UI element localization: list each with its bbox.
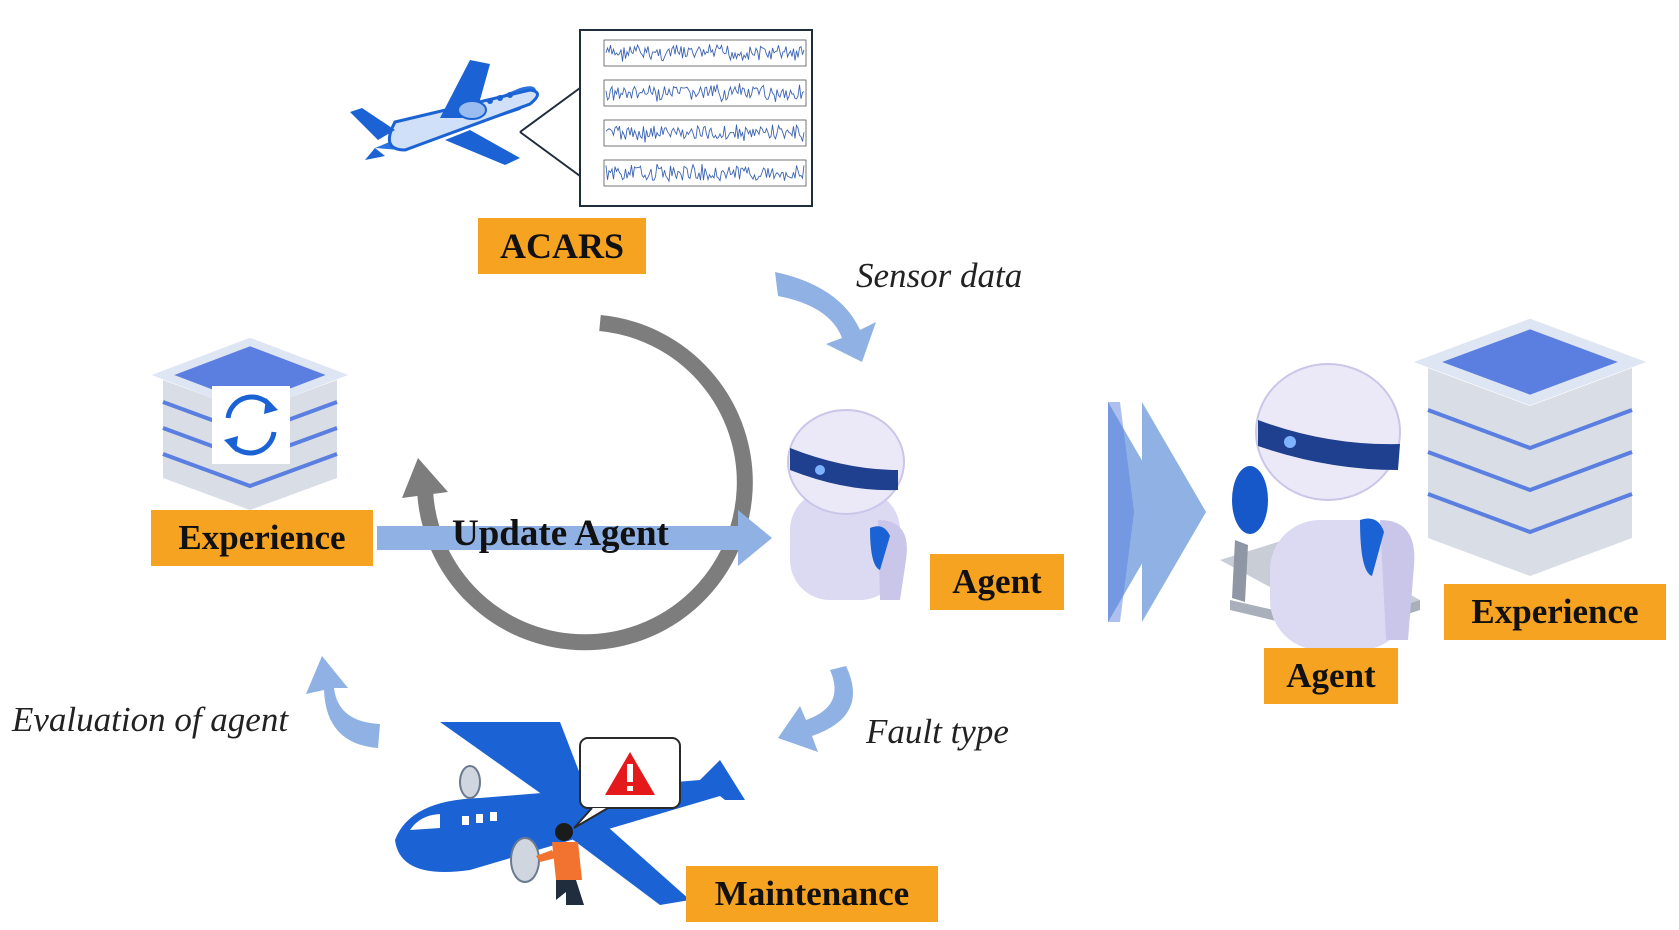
sensor-subplot-frame bbox=[603, 159, 807, 187]
evaluation-arrow bbox=[306, 656, 380, 748]
sensor-signal-trace bbox=[605, 43, 805, 62]
double-chevron-icon bbox=[1108, 402, 1206, 622]
experience-database-icon bbox=[1413, 318, 1647, 576]
agent-label-right: Agent bbox=[1264, 648, 1398, 704]
update-cycle-arrow bbox=[402, 315, 753, 651]
sensor-data-arrow bbox=[775, 272, 876, 362]
acars-airplane-icon bbox=[350, 60, 539, 165]
update-agent-label: Update Agent bbox=[452, 513, 669, 554]
sensor-subplot-frame bbox=[603, 79, 807, 107]
sensor-signal-trace bbox=[605, 123, 805, 143]
sensor-signal-trace bbox=[605, 83, 805, 103]
sensor-plot-panel bbox=[579, 29, 813, 207]
agent-robot-icon bbox=[787, 409, 907, 600]
sensor-subplot-frame bbox=[603, 39, 807, 67]
warning-bubble bbox=[573, 737, 681, 829]
experience-database-sync-icon bbox=[151, 337, 349, 510]
maintenance-label: Maintenance bbox=[686, 866, 938, 922]
technician-icon bbox=[536, 823, 584, 905]
update-agent-arrow bbox=[377, 510, 772, 566]
evaluation-caption: Evaluation of agent bbox=[12, 700, 289, 739]
fault-type-caption: Fault type bbox=[866, 712, 1009, 751]
experience-label-right: Experience bbox=[1444, 584, 1666, 640]
experience-label-left: Experience bbox=[151, 510, 373, 566]
sensor-signal-trace bbox=[605, 163, 805, 183]
fault-type-arrow bbox=[778, 666, 854, 752]
sensor-data-caption: Sensor data bbox=[856, 256, 1023, 295]
agent-robot-large-icon bbox=[1232, 363, 1415, 650]
acars-label: ACARS bbox=[478, 218, 646, 274]
sensor-subplot-frame bbox=[603, 119, 807, 147]
agent-label-center: Agent bbox=[930, 554, 1064, 610]
